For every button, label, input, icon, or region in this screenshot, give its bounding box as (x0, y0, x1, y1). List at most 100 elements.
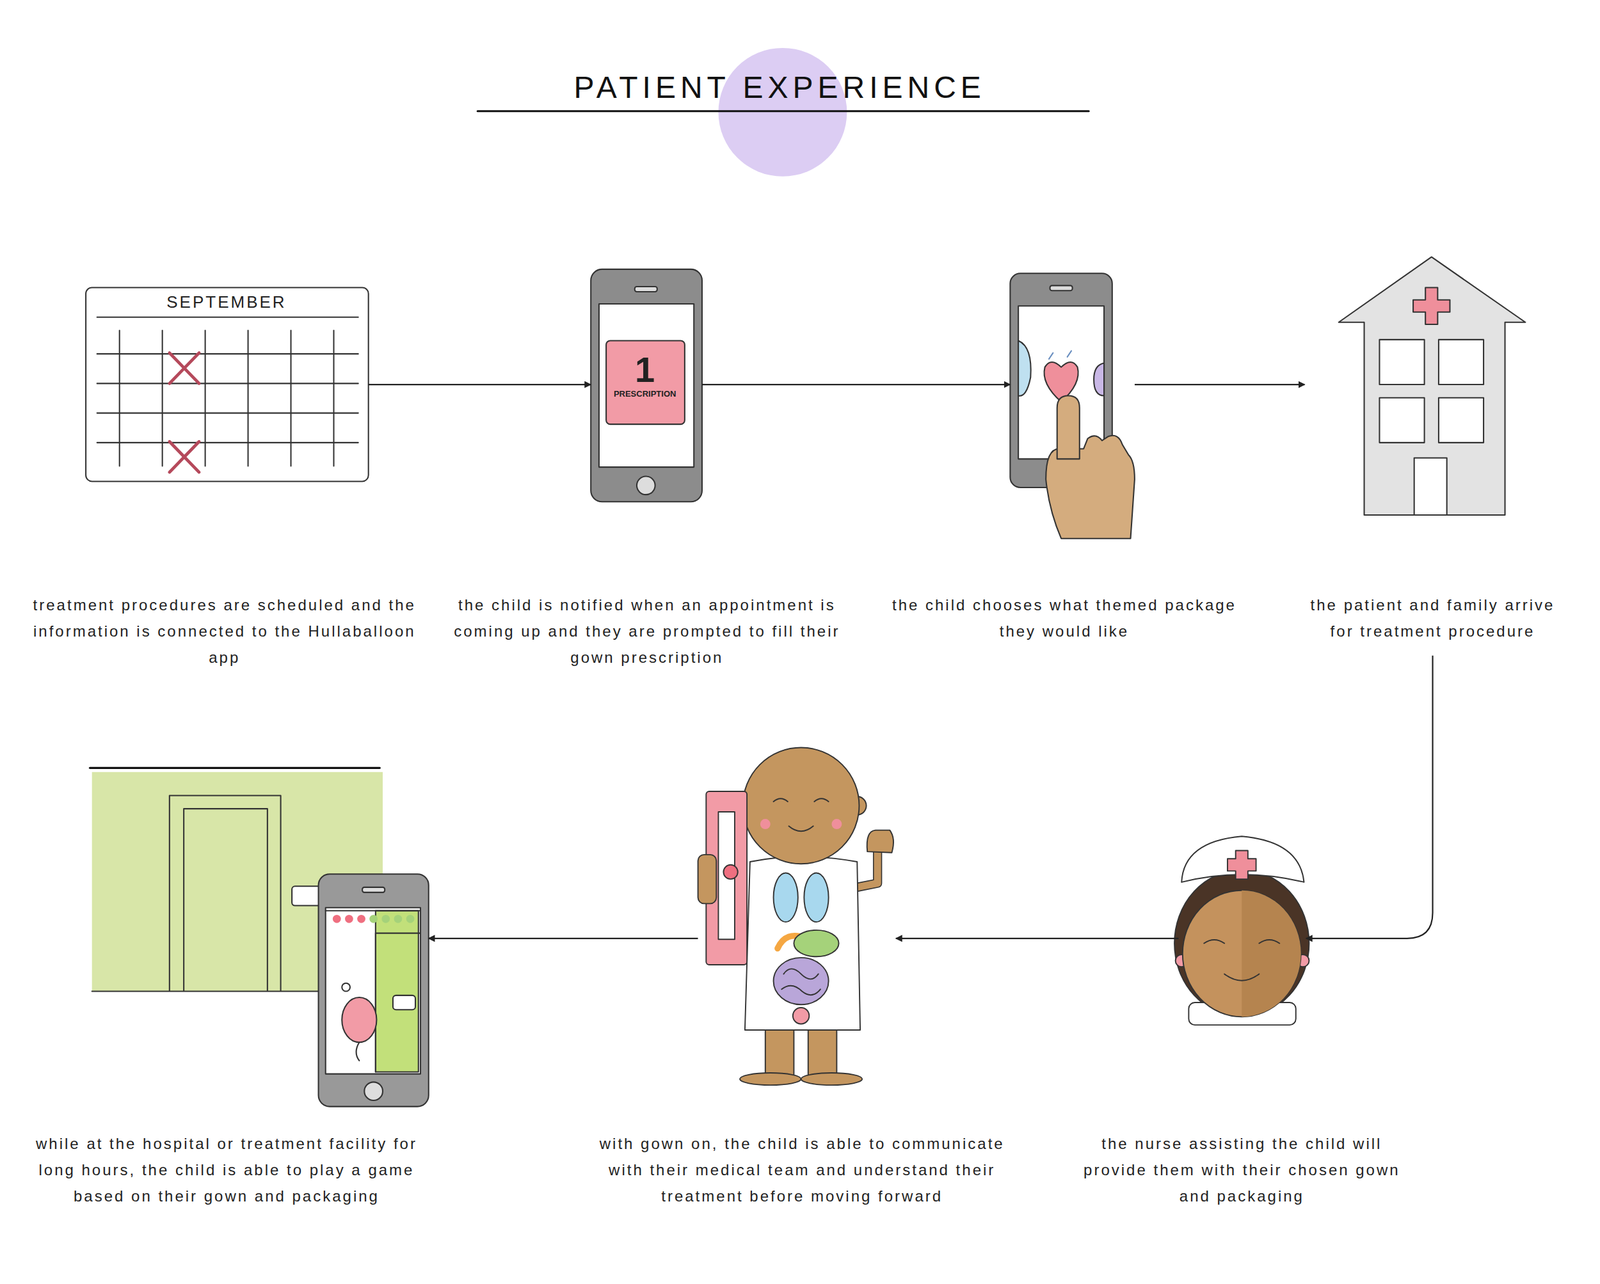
child-figure-part (831, 819, 842, 830)
step-caption: with gown on, the child is able to commu… (584, 1130, 1020, 1210)
game-scene-part (375, 911, 419, 1073)
phone-hand-part (1093, 363, 1104, 397)
phone-prescription-part (599, 304, 694, 468)
game-scene-part (332, 915, 415, 924)
step-caption: while at the hospital or treatment facil… (28, 1130, 425, 1210)
step-node: treatment procedures are scheduled and t… (85, 288, 369, 482)
flow-arrow (896, 938, 1179, 940)
step-node: while at the hospital or treatment facil… (89, 767, 429, 1108)
child-figure-part (773, 873, 799, 923)
flow-arrow (428, 938, 699, 940)
game-scene-part-part (369, 915, 378, 924)
phone-hand (1009, 273, 1135, 539)
calendar-icon-part (97, 382, 359, 384)
step-caption: the child is notified when an appointmen… (429, 592, 865, 671)
child-figure-part (803, 873, 829, 923)
hospital-icon-part (1438, 398, 1484, 443)
diagram-title: PATIENT EXPERIENCE (573, 72, 985, 104)
game-scene-part (362, 887, 385, 893)
phone-hand-part (1048, 350, 1072, 360)
step-caption: the nurse assisting the child will provi… (1075, 1130, 1408, 1210)
calendar-icon-part-part (169, 353, 200, 384)
calendar-icon-part-part (169, 353, 200, 384)
calendar-icon-part (97, 316, 359, 319)
calendar-icon-part-part (169, 441, 200, 473)
child-figure-part (744, 856, 861, 1031)
calendar-icon-part (247, 330, 249, 466)
game-scene-part (341, 997, 377, 1043)
flow-arrow (1134, 384, 1305, 386)
child-figure-part (773, 798, 829, 832)
nurse-face-part (1241, 890, 1301, 1018)
game-scene-part-part (357, 915, 366, 924)
nurse-face-part (1181, 836, 1304, 883)
calendar-icon-part (97, 442, 359, 444)
child-figure-part (773, 958, 829, 1005)
flow-arrow (1306, 656, 1433, 939)
hospital-icon-part (1379, 398, 1424, 443)
calendar-icon-part (97, 353, 359, 355)
step-node: with gown on, the child is able to commu… (698, 748, 896, 1087)
game-scene-part (364, 1082, 383, 1101)
step-node: the nurse assisting the child will provi… (1178, 836, 1307, 1026)
calendar-icon-part (119, 330, 121, 466)
hospital-icon-part (1338, 257, 1526, 516)
phone-prescription-part (634, 286, 658, 292)
illustration-label: PRESCRIPTION (613, 389, 677, 399)
child-figure-part (856, 848, 878, 888)
phone-hand-part (1050, 285, 1073, 291)
flow-arrow (702, 384, 1011, 386)
hospital-icon-part (1414, 458, 1448, 516)
calendar-icon-part (332, 330, 335, 466)
game-scene-part (356, 1042, 360, 1062)
calendar-icon-part-part (169, 441, 200, 473)
nurse-face-part (1182, 890, 1302, 1018)
phone-hand-part (1018, 340, 1032, 396)
game-scene-part-part (381, 915, 390, 924)
child-figure-part (801, 1073, 863, 1086)
phone-prescription-part (606, 340, 685, 425)
step-caption: the patient and family arrive for treatm… (1304, 592, 1561, 645)
game-scene-part-part (332, 915, 342, 924)
phone-prescription-part (590, 269, 703, 502)
flow-arrow (368, 384, 592, 386)
game-scene-part (325, 908, 421, 1075)
calendar-icon-part (97, 412, 359, 415)
game-scene-part-part (394, 915, 403, 924)
child-figure-part (792, 1008, 810, 1025)
game-scene-part-part (344, 915, 354, 924)
calendar-icon-part (169, 353, 200, 473)
calendar-icon (85, 288, 369, 482)
game-scene-part (392, 995, 416, 1010)
nurse-face-part (1174, 870, 1309, 1018)
child-figure-part (698, 855, 717, 905)
child-figure-part (723, 865, 738, 880)
nurse-face-part (1203, 940, 1280, 982)
calendar-icon-part (289, 330, 292, 466)
step-caption: treatment procedures are scheduled and t… (32, 592, 417, 671)
child-figure-part (760, 819, 771, 830)
game-scene-part (341, 983, 351, 992)
calendar-icon-part (161, 330, 164, 466)
illustration-label: 1 (634, 352, 655, 388)
calendar-icon-part (85, 288, 369, 482)
nurse-face (1174, 836, 1309, 1026)
game-scene-part (89, 767, 380, 770)
child-figure-part (739, 1073, 802, 1086)
phone-prescription (590, 269, 703, 502)
child-figure-part (743, 747, 860, 864)
hospital-icon (1338, 257, 1526, 516)
child-figure-part (765, 1025, 795, 1079)
child-figure-part (867, 830, 894, 854)
game-scene-part (318, 874, 429, 1107)
hospital-icon-part (1438, 339, 1484, 385)
title-decoration (477, 48, 1089, 177)
step-caption: the child chooses what themed package th… (885, 592, 1244, 645)
game-scene-part (325, 911, 421, 1073)
game-scene-part-part (406, 915, 415, 924)
child-figure-part (856, 848, 878, 888)
child-figure-part (808, 1025, 838, 1079)
